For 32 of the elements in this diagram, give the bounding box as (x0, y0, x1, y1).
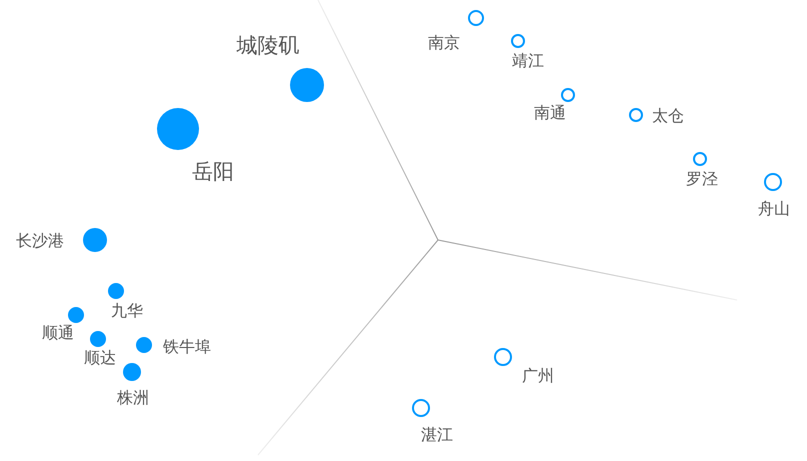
place-label: 靖江 (512, 53, 544, 69)
hollow-circle (629, 108, 643, 122)
hollow-circle (693, 152, 707, 166)
hollow-circle (412, 399, 430, 417)
filled-dot (83, 228, 107, 252)
place-label: 湛江 (421, 427, 453, 443)
filled-dot (290, 68, 324, 102)
place-label: 城陵矶 (236, 36, 300, 56)
place-label: 株洲 (117, 390, 149, 406)
place-label: 罗泾 (686, 171, 718, 187)
hollow-circle (561, 88, 575, 102)
place-label: 铁牛埠 (163, 339, 211, 355)
hollow-circle (468, 10, 484, 26)
place-label: 太仓 (652, 108, 684, 124)
place-label: 南京 (428, 35, 460, 51)
hollow-circle (511, 34, 525, 48)
filled-dot (123, 363, 141, 381)
place-label: 九华 (111, 303, 143, 319)
hollow-circle (764, 173, 782, 191)
filled-dot (90, 331, 106, 347)
place-label: 南通 (534, 105, 566, 121)
filled-dot (68, 307, 84, 323)
filled-dot (136, 337, 152, 353)
place-label: 顺达 (84, 350, 116, 366)
place-label: 顺通 (42, 325, 74, 341)
place-label: 舟山 (758, 201, 790, 217)
place-label: 长沙港 (16, 233, 64, 249)
place-label: 岳阳 (192, 162, 234, 182)
filled-dot (157, 108, 199, 150)
filled-dot (108, 283, 124, 299)
place-label: 广州 (522, 368, 554, 384)
hollow-circle (494, 348, 512, 366)
